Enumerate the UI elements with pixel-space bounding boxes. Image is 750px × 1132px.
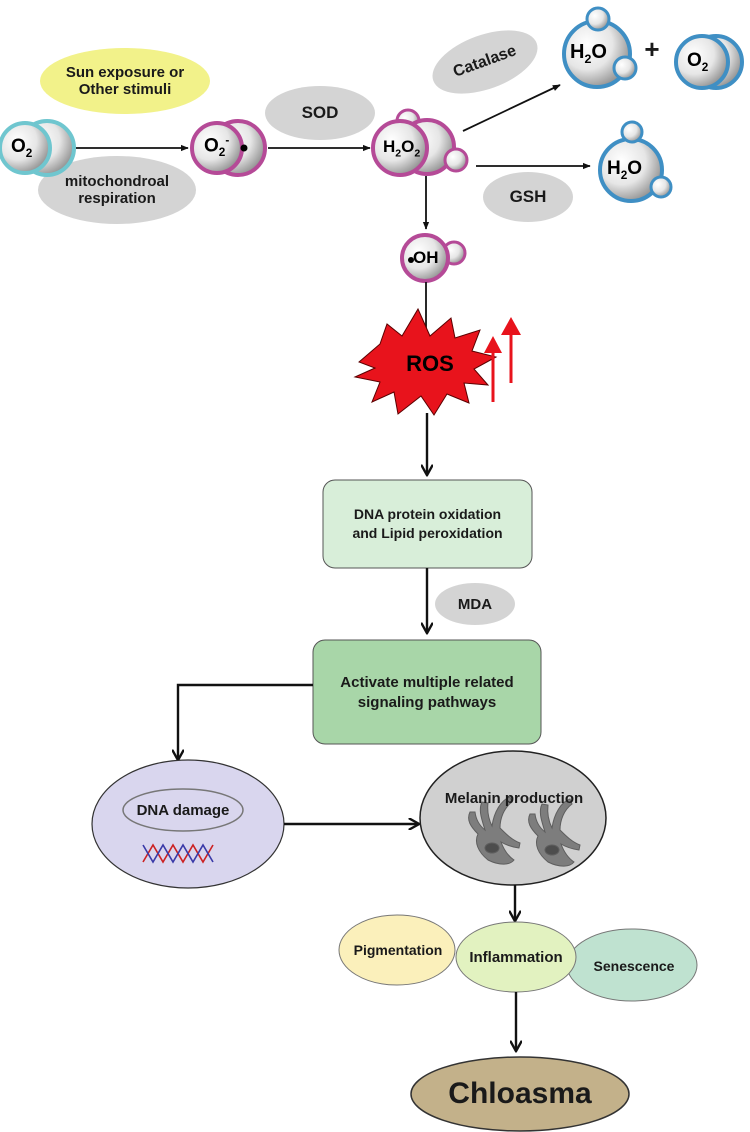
o2-top-formula: O2 — [687, 50, 709, 74]
superoxide-molecule-icon — [190, 119, 267, 177]
melanin-ellipse — [419, 750, 607, 886]
hydroxyl-molecule-icon — [400, 233, 467, 283]
dna-protein-oxidation-label: DNA protein oxidation and Lipid peroxida… — [352, 506, 503, 541]
h2o-mid-formula: H2O — [607, 158, 643, 182]
mito-ellipse — [38, 156, 196, 224]
inflammation-label: Inflammation — [469, 948, 563, 966]
mitochondrial-respiration-label: mitochondroal respiration — [64, 173, 170, 207]
arrow-activate-to-dna-damage — [178, 683, 313, 759]
dna-helix-icon — [142, 843, 214, 864]
dna-damage-ellipse — [91, 759, 285, 889]
catalase-ellipse — [432, 30, 538, 94]
gsh-ellipse — [483, 172, 573, 222]
h2o-top-formula: H2O — [570, 41, 607, 66]
chloasma-ellipse — [410, 1056, 630, 1132]
sod-label: SOD — [301, 103, 339, 122]
pigmentation-label: Pigmentation — [353, 942, 443, 958]
ros-burst-shape — [353, 307, 498, 416]
mda-ellipse — [435, 583, 515, 625]
sod-ellipse — [265, 86, 375, 140]
pigmentation-ellipse — [338, 914, 456, 986]
dna-damage-label: DNA damage — [136, 801, 230, 819]
h2o-top-molecule-icon — [562, 6, 638, 89]
melanocyte-icon — [528, 798, 581, 867]
arrow-h2o2-to-h2o-o2 — [462, 84, 561, 132]
hydroxyl-formula: OH — [413, 248, 439, 267]
h2o2-formula: H2O2 — [383, 137, 421, 160]
increase-arrows-icon — [484, 317, 521, 402]
superoxide-formula: O2- — [204, 134, 230, 160]
melanin-production-label: Melanin production — [444, 789, 584, 807]
mda-label: MDA — [457, 595, 493, 613]
plus-sign: + — [644, 33, 660, 64]
dna-damage-inner-ellipse — [122, 788, 244, 832]
h2o-mid-molecule-icon — [598, 120, 673, 203]
ros-label: ROS — [406, 351, 454, 376]
chloasma-label: Chloasma — [448, 1077, 592, 1110]
sun-exposure-ellipse — [40, 48, 210, 114]
activate-pathways-label: Activate multiple related signaling path… — [340, 674, 514, 711]
melanocyte-icon — [468, 796, 521, 865]
o2-formula: O2 — [11, 136, 33, 160]
senescence-label: Senescence — [593, 958, 675, 974]
sun-exposure-label: Sun exposure or Other stimuli — [65, 64, 185, 98]
activate-box — [312, 639, 542, 745]
o2-molecule-icon — [0, 119, 76, 177]
o2-top-molecule-icon — [674, 34, 744, 90]
gsh-label: GSH — [509, 187, 547, 206]
h2o2-molecule-icon — [371, 108, 469, 177]
